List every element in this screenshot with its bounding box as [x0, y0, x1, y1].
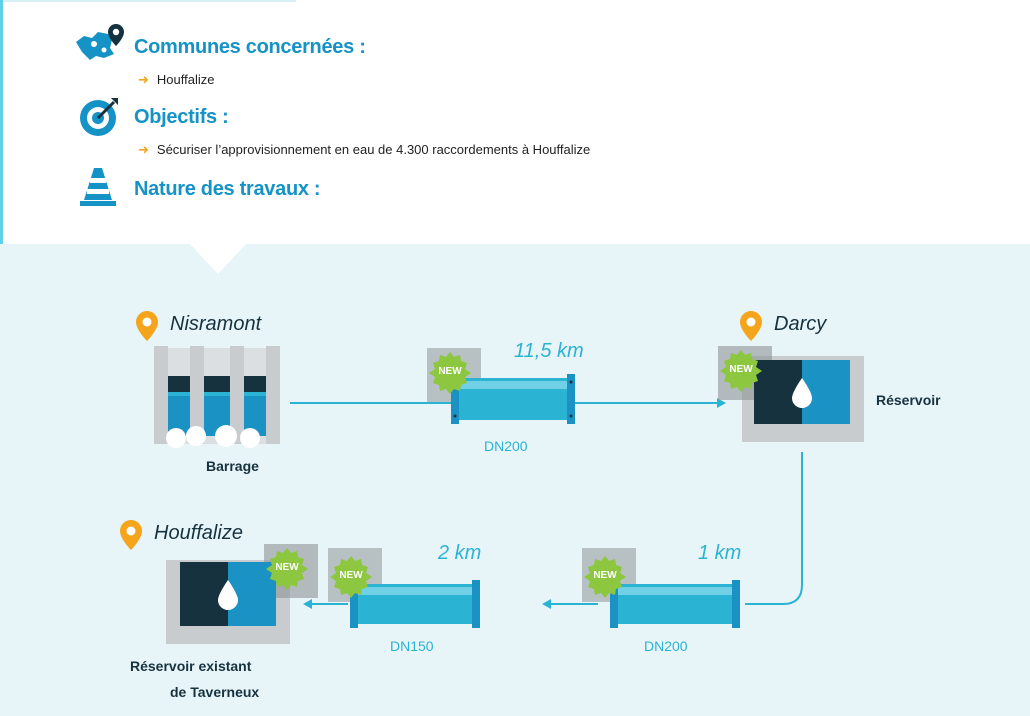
new-badge-icon: [330, 556, 372, 598]
location-pin-icon: [740, 311, 762, 341]
panel-notch: [190, 244, 246, 274]
pipe-1-diameter: DN200: [484, 438, 528, 454]
reservoir-illustration: [718, 346, 864, 442]
label-reservoir: Réservoir: [876, 392, 941, 408]
water-drop-icon: [218, 580, 238, 610]
pipe-2-distance: 1 km: [698, 542, 742, 564]
communes-heading: Communes concernées :: [134, 36, 366, 58]
pipe-3-diameter: DN150: [390, 638, 434, 654]
arrow-icon: ➜: [138, 142, 149, 157]
pipe-3-distance: 2 km: [438, 542, 482, 564]
location-pin-icon: [136, 311, 158, 341]
flow-arrowhead-darcy: [717, 398, 726, 408]
place-nisramont: Nisramont: [170, 313, 262, 335]
label-reservoir-existant: Réservoir existant: [130, 658, 252, 674]
arrow-icon: ➜: [138, 72, 149, 87]
new-badge-icon: [720, 350, 762, 392]
target-icon: [80, 98, 118, 136]
objectifs-item: ➜ Sécuriser l’approvisionnement en eau de…: [138, 142, 590, 158]
traffic-cone-icon: [80, 168, 116, 206]
dam-illustration: [154, 346, 280, 448]
place-houffalize: Houffalize: [154, 522, 243, 544]
location-pin-icon: [120, 520, 142, 550]
new-badge-icon: [584, 556, 626, 598]
new-badge-label: NEW: [275, 562, 299, 573]
label-de-taverneux: de Taverneux: [170, 684, 260, 700]
place-darcy: Darcy: [774, 313, 827, 335]
new-badge-label: NEW: [729, 364, 753, 375]
flow-arrowhead-houffalize: [303, 599, 312, 609]
commune-name: Houffalize: [156, 72, 215, 87]
new-badge-icon: [266, 548, 308, 590]
new-badge-label: NEW: [438, 366, 462, 377]
new-badge-label: NEW: [339, 570, 363, 581]
side-accent-bar: [0, 0, 3, 244]
objectif-text: Sécuriser l’approvisionnement en eau de …: [156, 142, 591, 157]
pipe-1-distance: 11,5 km: [514, 340, 584, 362]
flow-line-darcy-down: [745, 452, 803, 605]
pipe-2-illustration: [582, 548, 740, 628]
map-pin-icon: [108, 24, 124, 46]
communes-item: ➜ Houffalize: [138, 72, 214, 88]
label-barrage: Barrage: [206, 458, 259, 474]
new-badge-icon: [429, 352, 471, 394]
water-drop-icon: [792, 378, 812, 408]
belgium-map-icon: [76, 32, 114, 60]
new-badge-label: NEW: [593, 570, 617, 581]
top-divider: [0, 0, 296, 2]
flow-arrowhead-mid: [542, 599, 551, 609]
objectifs-heading: Objectifs :: [134, 106, 229, 128]
pipe-2-diameter: DN200: [644, 638, 688, 654]
travaux-heading: Nature des travaux :: [134, 178, 321, 200]
pipe-1-illustration: [427, 348, 575, 424]
